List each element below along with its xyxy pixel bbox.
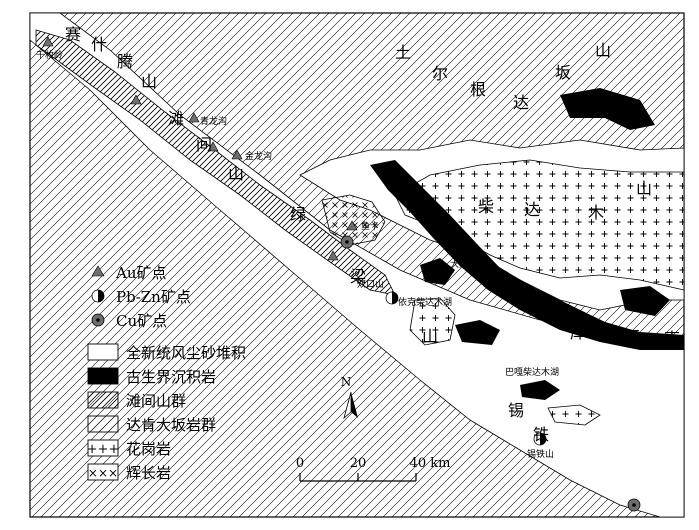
paleozoic-3 [420,258,455,285]
scale-tick-40: 40 km [410,456,451,471]
label-shuangkoushan: 双口山 [357,279,384,290]
pbzn-point-shuangkoushan [385,291,399,305]
legend-au-label: Au矿点 [115,264,167,282]
label-xitieshan: 锡铁山 [527,448,554,460]
legend-pbzn-icon [91,289,105,303]
label-luliang-1: 绿 [290,205,306,224]
legend-granite-label: 花岗岩 [126,440,171,458]
label-saishiteng-4: 山 [141,72,157,91]
label-yikechaidamu: 依克柴达木湖 [398,296,452,308]
label-tanjian-2: 间 [196,135,212,154]
legend-cu-icon [91,313,105,327]
label-saishiteng-1: 赛 [65,25,81,44]
legend-quaternary-label: 全新统风尘砂堆积 [126,344,246,362]
label-tuerdaban-4: 达 [513,93,529,112]
legend-au-triangle-icon [91,265,105,277]
paleozoic-2 [560,88,655,130]
label-tuerdaban-1: 土 [395,43,411,62]
label-tuerdaban-3: 根 [470,80,486,99]
label-baxiaochaidamu: 巴嘎柴达木湖 [505,366,559,378]
gabbro-body [321,194,386,246]
legend-gabbro-swatch [87,463,119,481]
label-tuerdaban-6: 山 [595,41,611,60]
legend: Au矿点 Pb-Zn矿点 Cu矿点 全新统风尘砂堆积 古生界沉积岩 滩间山群 达… [87,264,246,482]
scale-tick-0: 0 [296,456,304,471]
label-kulun-1: 库 [570,323,586,342]
legend-gabbro-label: 辉长岩 [126,464,171,482]
paleozoic-1 [370,160,684,350]
au-point-2 [130,94,142,105]
au-point-4 [207,141,219,152]
scale-tick-20: 20 [350,456,367,471]
label-kulun-4: 克 [664,329,680,348]
au-point-6 [346,220,358,231]
label-luliang-2: 梁 [350,267,366,286]
cu-point-1 [340,235,354,249]
label-dachaidan: 大柴旦行 [450,258,486,270]
legend-tanjianshan-label: 滩间山群 [126,392,186,410]
label-qianzhiling: 千枚岭 [36,49,63,61]
label-xitie-2: 铁 [533,425,549,444]
legend-gabbro-symbol: ××× [88,466,118,480]
label-chaidamu-3: 木 [588,203,604,222]
au-point-5 [231,149,243,160]
legend-cu-label: Cu矿点 [116,312,167,330]
label-tanjian-1: 滩 [168,109,184,128]
label-chaidamu-2: 达 [524,200,540,219]
label-jinlonggou: 金龙沟 [245,150,272,162]
legend-dakendaban-swatch [87,415,119,433]
legend-granite-swatch [87,439,119,457]
scale-bar: 0 20 40 km [296,456,451,482]
label-saishiteng-3: 腾 [117,52,133,71]
label-xitie-1: 锡 [508,401,524,420]
cu-point-2 [627,498,641,512]
au-point-3 [188,112,200,123]
label-chaidamu-4: 山 [636,179,652,198]
au-point-7 [327,250,339,261]
label-kulun-3: 雷 [625,328,641,347]
legend-granite-symbol: +++ [87,442,120,457]
label-kulun-5: 山 [422,327,438,346]
label-qinglonggou: 青龙沟 [200,115,227,127]
north-arrow-icon: N [341,375,358,420]
paleozoic-4 [455,320,500,345]
label-tuerdaban-5: 坂 [555,63,571,82]
paleozoic-6 [620,286,670,316]
pbzn-point-xitieshan [533,432,547,446]
north-arrow-label: N [341,375,352,389]
label-yuka: 鱼卡 [361,220,379,232]
legend-pbzn-label: Pb-Zn矿点 [116,288,191,306]
label-tanjian-3: 山 [228,164,244,183]
legend-quaternary-swatch [87,343,119,361]
label-chaidamu-1: 柴 [478,197,494,216]
legend-paleozoic-swatch [87,367,119,385]
au-point-1 [42,36,54,47]
legend-dakendaban-label: 达肯大坂岩群 [126,416,216,434]
legend-tanjianshan-swatch [87,391,119,409]
label-tuerdaban-2: 尔 [432,64,448,83]
tanjianshan-belt [35,29,396,296]
label-saishiteng-2: 什 [91,35,107,54]
town-dachaidan [476,268,482,274]
granite-se [547,404,601,426]
granite-sw [409,297,456,346]
label-kulun-2: 尔 [598,325,614,344]
paleozoic-5 [520,380,560,400]
legend-paleozoic-label: 古生界沉积岩 [126,368,216,386]
